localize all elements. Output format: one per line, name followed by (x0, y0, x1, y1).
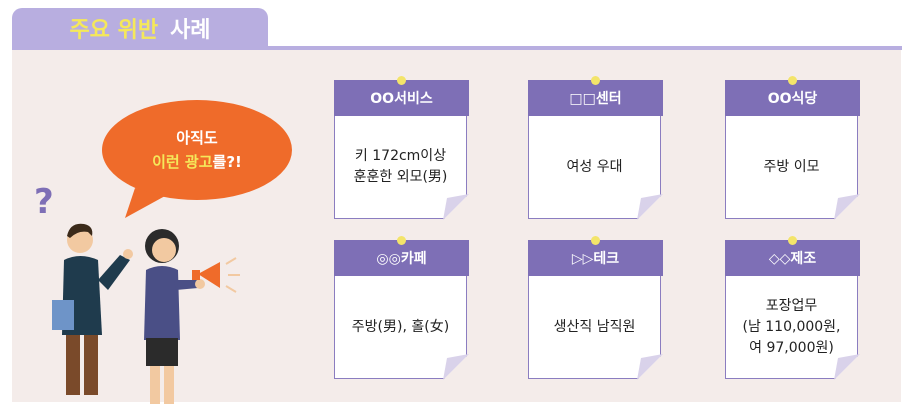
case-card: ▷▷테크 생산직 남직원 (528, 236, 663, 380)
card-header: □□센터 (528, 80, 663, 116)
pin-icon (397, 76, 406, 85)
page-fold-icon (834, 194, 860, 220)
card-body-line: 여성 우대 (566, 158, 623, 175)
card-body: 포장업무 (남 110,000원, 여 97,000원) (725, 276, 858, 379)
card-header: OO서비스 (334, 80, 469, 116)
case-card: OO서비스 키 172cm이상 훈훈한 외모(男) (334, 76, 469, 220)
title-underline (12, 46, 902, 50)
section-title-rest: 사례 (170, 18, 211, 43)
bubble-line2: 이런 광고를?! (152, 150, 242, 174)
card-body-line: 훈훈한 외모(男) (353, 169, 448, 185)
card-body-line: 주방(男), 홀(女) (351, 318, 450, 335)
speech-bubble-tail (125, 188, 165, 218)
case-card: □□센터 여성 우대 (528, 76, 663, 220)
question-mark-icon: ? (34, 182, 54, 222)
pin-icon (397, 236, 406, 245)
page-fold-icon (637, 354, 663, 380)
megaphone-icon (192, 257, 240, 293)
card-body: 키 172cm이상 훈훈한 외모(男) (334, 116, 467, 219)
card-body: 주방 이모 (725, 116, 858, 219)
card-header: ◎◎카페 (334, 240, 469, 276)
card-body-line: (남 110,000원, (742, 318, 841, 335)
card-body-line: 키 172cm이상 (354, 148, 447, 164)
pin-icon (591, 76, 600, 85)
bubble-line1: 아직도 (176, 129, 218, 147)
card-body: 주방(男), 홀(女) (334, 276, 467, 379)
card-body: 생산직 남직원 (528, 276, 661, 379)
page-fold-icon (443, 194, 469, 220)
case-card: ◇◇제조 포장업무 (남 110,000원, 여 97,000원) (725, 236, 860, 380)
case-card: ◎◎카페 주방(男), 홀(女) (334, 236, 469, 380)
card-body-line: 여 97,000원) (749, 339, 834, 356)
card-header: ◇◇제조 (725, 240, 860, 276)
card-body: 여성 우대 (528, 116, 661, 219)
pin-icon (591, 236, 600, 245)
bubble-line2-rest: 를?! (212, 153, 242, 171)
card-body-line: 생산직 남직원 (553, 318, 636, 335)
pin-icon (788, 236, 797, 245)
card-header: ▷▷테크 (528, 240, 663, 276)
case-card: OO식당 주방 이모 (725, 76, 860, 220)
card-header: OO식당 (725, 80, 860, 116)
pin-icon (788, 76, 797, 85)
illustration-scene: ? 아직도 이런 광고를?! (20, 70, 320, 404)
page-fold-icon (443, 354, 469, 380)
card-body-line: 주방 이모 (763, 158, 820, 175)
man-figure (52, 223, 133, 395)
bubble-line2-highlight: 이런 광고 (152, 153, 213, 171)
page-fold-icon (834, 354, 860, 380)
page-fold-icon (637, 194, 663, 220)
section-title: 주요 위반 사례 (12, 8, 268, 48)
speech-bubble: 아직도 이런 광고를?! (102, 100, 292, 200)
section-title-highlight: 주요 위반 (69, 18, 159, 43)
woman-figure (144, 229, 205, 404)
card-body-line: 포장업무 (765, 297, 818, 314)
